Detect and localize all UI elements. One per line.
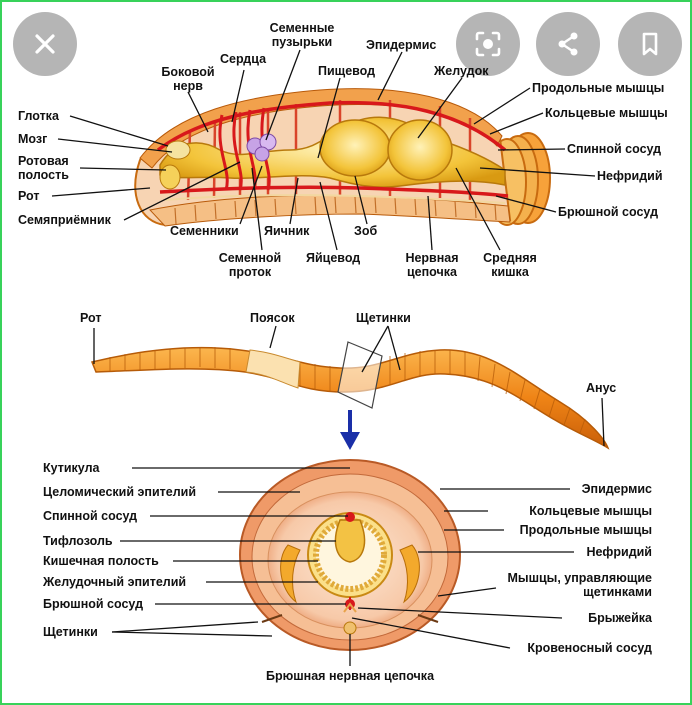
label-pharynx: Глотка (18, 109, 59, 123)
typhlosole (334, 519, 366, 563)
label-oral-cavity-1: Ротовая (18, 154, 69, 168)
label-mouth-top: Рот (18, 189, 40, 203)
label-ventral-vessel-top: Брюшной сосуд (558, 205, 659, 219)
lens-button[interactable] (456, 12, 520, 76)
label-nerve-cord-1: Нервная (405, 251, 459, 265)
label-setae-muscles-1: Мышцы, управляющие (507, 571, 652, 585)
label-cuticle: Кутикула (43, 461, 100, 475)
cross-section (239, 459, 461, 651)
share-button[interactable] (536, 12, 600, 76)
label-dorsal-vessel-bottom: Спинной сосуд (43, 509, 138, 523)
label-nerve-cord-2: цепочка (407, 265, 457, 279)
label-epidermis-bottom: Эпидермис (581, 482, 652, 496)
label-anus: Анус (586, 381, 617, 395)
label-oral-cavity-2: полость (18, 168, 69, 182)
bookmark-icon (642, 32, 658, 56)
label-setae-worm: Щетинки (356, 311, 411, 325)
label-brain: Мозг (18, 132, 48, 146)
label-typhlosole: Тифлозоль (43, 534, 113, 548)
label-mesentery: Брыжейка (588, 611, 652, 625)
label-oviduct: Яйцевод (306, 251, 361, 265)
label-nephridium-bottom: Нефридий (586, 545, 652, 559)
label-sperm-duct-1: Семенной (218, 251, 282, 265)
middle-leader-lines (93, 325, 605, 447)
label-longitudinal-muscles-top: Продольные мышцы (532, 81, 665, 95)
label-ovary: Яичник (264, 224, 310, 238)
label-dorsal-vessel-top: Спинной сосуд (567, 142, 662, 156)
label-circular-muscles-bottom: Кольцевые мышцы (529, 504, 652, 518)
nephridium-right (399, 544, 420, 604)
section-plane (337, 341, 383, 409)
label-seminal-vesicles-2: пузырьки (271, 35, 333, 49)
label-crop: Зоб (354, 224, 378, 238)
label-blood-vessel: Кровеносный сосуд (527, 641, 652, 655)
arrow-down-icon (340, 410, 360, 450)
label-coelomic-epithelium: Целомический эпителий (43, 485, 197, 499)
label-spermatheca: Семяприёмник (18, 213, 111, 227)
close-button[interactable] (13, 12, 77, 76)
label-mouth-worm: Рот (80, 311, 102, 325)
label-ventral-nerve-cord: Брюшная нервная цепочка (265, 669, 435, 683)
bottom-leader-lines (111, 467, 574, 666)
label-midgut-2: кишка (491, 265, 529, 279)
lens-icon (475, 31, 501, 57)
share-icon (558, 32, 578, 56)
label-hearts: Сердца (220, 52, 267, 66)
label-seminal-vesicles-1: Семенные (269, 21, 335, 35)
label-sperm-duct-2: проток (228, 265, 272, 279)
label-longitudinal-muscles-bottom: Продольные мышцы (519, 523, 652, 537)
longitudinal-section (134, 88, 551, 227)
ventral-vessel (159, 185, 509, 198)
label-clitellum: Поясок (250, 311, 295, 325)
label-circular-muscles-top: Кольцевые мышцы (545, 106, 668, 120)
top-leader-lines (51, 49, 596, 251)
label-lateral-nerve-1: Боковой (161, 65, 215, 79)
label-esophagus: Пищевод (318, 64, 376, 78)
close-icon (35, 34, 55, 54)
seminal-vesicles (246, 133, 277, 162)
clitellum (245, 349, 301, 389)
label-midgut-1: Средняя (483, 251, 537, 265)
stomach (387, 119, 453, 181)
label-gastric-epithelium: Желудочный эпителий (43, 575, 187, 589)
label-stomach: Желудок (434, 64, 489, 78)
label-nephridium-top: Нефридий (597, 169, 663, 183)
bookmark-button[interactable] (618, 12, 682, 76)
label-setae-bottom: Щетинки (43, 625, 98, 639)
label-setae-muscles-2: щетинками (583, 585, 652, 599)
label-testes: Семенники (170, 224, 239, 238)
dorsal-vessel (156, 100, 507, 152)
whole-worm (90, 341, 610, 450)
label-epidermis-top: Эпидермис (366, 38, 437, 52)
label-intestinal-cavity: Кишечная полость (43, 554, 159, 568)
crop (319, 119, 391, 177)
label-lateral-nerve-2: нерв (173, 79, 203, 93)
label-ventral-vessel-bottom: Брюшной сосуд (43, 597, 144, 611)
